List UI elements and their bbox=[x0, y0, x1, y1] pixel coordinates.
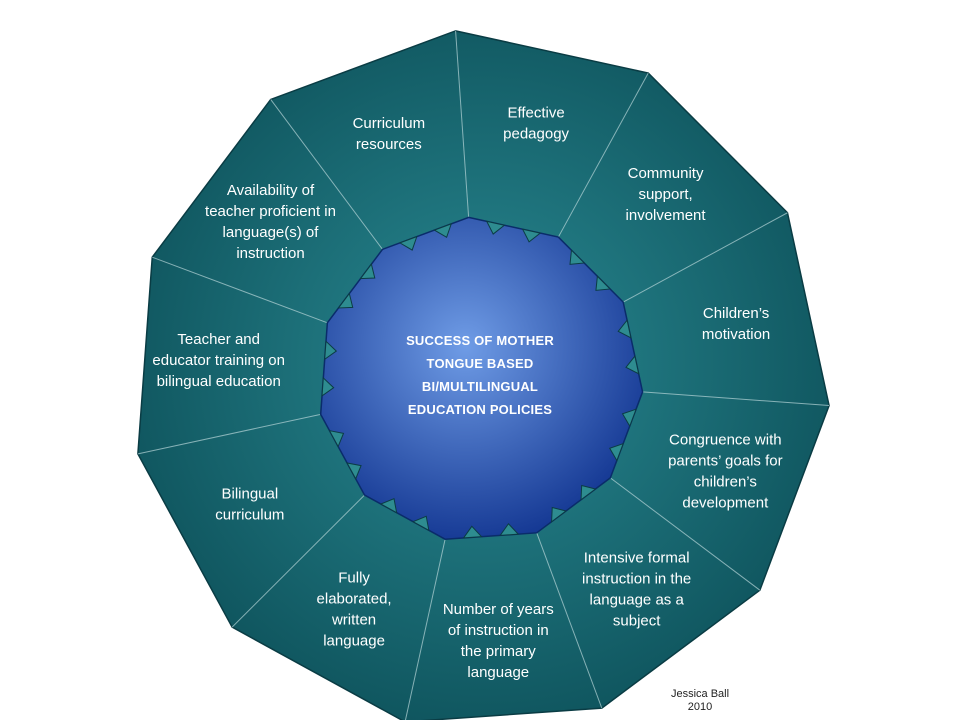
arrow-marker bbox=[551, 506, 568, 523]
arrow-marker bbox=[617, 319, 632, 339]
arrow-marker bbox=[337, 292, 354, 309]
segment-label: Congruence with parents’ goals for childre… bbox=[668, 431, 783, 511]
segment-label-line: involvement bbox=[626, 207, 707, 224]
segment-label-line: subject bbox=[613, 612, 661, 629]
segment-label-line: Community bbox=[628, 165, 704, 182]
segment-label-line: Number of years bbox=[443, 601, 554, 618]
arrow-marker bbox=[321, 376, 335, 397]
segment-label-line: the primary bbox=[461, 643, 537, 660]
arrow-marker bbox=[608, 442, 624, 462]
arrow-marker bbox=[462, 525, 483, 539]
segment-label: Bilingual curriculum bbox=[215, 486, 284, 524]
segment-label: Availability of teacher proficient in lang… bbox=[205, 182, 336, 262]
segment-divider bbox=[137, 413, 321, 455]
segment-label: Number of years of instruction in the prim… bbox=[443, 601, 554, 681]
center-title-line: TONGUE BASED bbox=[427, 356, 534, 371]
arrow-marker bbox=[328, 430, 345, 448]
center-title-text: SUCCESS OF MOTHER TONGUE BASED BI/MULTILIN… bbox=[406, 333, 554, 417]
arrow-marker bbox=[621, 408, 637, 428]
segment-divider bbox=[231, 494, 365, 628]
arrow-marker bbox=[346, 462, 362, 480]
segment-label: Fully elaborated, written language bbox=[317, 569, 392, 649]
segment-label-line: language bbox=[467, 664, 529, 681]
segment-divider bbox=[404, 539, 446, 720]
segment-label-line: Teacher and bbox=[177, 331, 260, 348]
segment-divider bbox=[557, 72, 649, 238]
segment-label: Teacher and educator training on bilingual… bbox=[152, 331, 285, 390]
arrow-marker bbox=[411, 515, 430, 532]
segment-label: Children’s motivation bbox=[702, 305, 770, 343]
segment-divider bbox=[536, 532, 603, 709]
segment-label-line: of instruction in bbox=[448, 622, 549, 639]
segment-label-line: Congruence with bbox=[669, 431, 782, 448]
segment-divider bbox=[270, 99, 383, 250]
segment-label: Community support, involvement bbox=[626, 165, 707, 224]
arrow-marker bbox=[625, 355, 640, 375]
arrow-marker bbox=[485, 220, 506, 235]
segment-label-line: language as a bbox=[590, 591, 685, 608]
segment-label-line: parents’ goals for bbox=[668, 452, 783, 469]
segment-label: Curriculum resources bbox=[353, 115, 426, 153]
arrow-marker bbox=[359, 263, 376, 280]
segment-label-line: resources bbox=[356, 136, 422, 153]
segment-divider bbox=[642, 391, 830, 407]
segment-label: Intensive formal instruction in the langua… bbox=[582, 549, 691, 629]
segment-label-line: support, bbox=[638, 186, 692, 203]
segment-divider bbox=[455, 30, 470, 218]
author-credit: Jessica Ball 2010 bbox=[640, 688, 760, 714]
segment-label-line: Effective bbox=[507, 105, 564, 122]
segment-label-line: language(s) of bbox=[223, 224, 320, 241]
arrow-marker bbox=[379, 497, 398, 514]
segment-label-line: educator training on bbox=[152, 352, 285, 369]
arrow-marker bbox=[521, 228, 542, 243]
arrow-marker bbox=[398, 235, 418, 251]
segment-label-line: children’s bbox=[694, 473, 757, 490]
segment-label-line: motivation bbox=[702, 326, 770, 343]
segment-divider bbox=[622, 212, 788, 303]
segment-label-line: Availability of bbox=[227, 182, 315, 199]
arrow-markers bbox=[321, 220, 640, 539]
segment-label-line: pedagogy bbox=[503, 126, 569, 143]
credit-year: 2010 bbox=[687, 701, 713, 713]
segment-label-line: written bbox=[331, 611, 376, 628]
segment-label-line: Children’s bbox=[703, 305, 769, 322]
segment-label-line: bilingual education bbox=[157, 373, 281, 390]
arrow-marker bbox=[580, 484, 597, 501]
segment-label-line: language bbox=[323, 632, 385, 649]
segment-divider bbox=[152, 256, 328, 324]
segment-dividers bbox=[137, 30, 830, 720]
segment-label: Effective pedagogy bbox=[503, 105, 569, 143]
arrow-marker bbox=[499, 522, 520, 536]
arrow-marker bbox=[433, 223, 453, 239]
center-title-line: EDUCATION POLICIES bbox=[408, 402, 552, 417]
segment-label-line: development bbox=[682, 494, 769, 511]
arrow-marker bbox=[569, 249, 586, 265]
segment-divider bbox=[610, 477, 761, 591]
segment-label-line: Bilingual bbox=[221, 486, 278, 503]
credit-name: Jessica Ball bbox=[670, 688, 730, 700]
segment-label-line: curriculum bbox=[215, 507, 284, 524]
segment-label-line: instruction in the bbox=[582, 570, 691, 587]
segment-label-line: teacher proficient in bbox=[205, 203, 336, 220]
arrow-marker bbox=[324, 340, 338, 361]
center-title-line: BI/MULTILINGUAL bbox=[422, 379, 538, 394]
segment-label-line: Fully bbox=[338, 569, 370, 586]
segment-label-line: elaborated, bbox=[317, 590, 392, 607]
segment-label-line: Curriculum bbox=[353, 115, 426, 132]
arrow-marker bbox=[595, 275, 612, 291]
center-hendecagon bbox=[319, 216, 644, 540]
center-title-line: SUCCESS OF MOTHER bbox=[406, 333, 554, 348]
segment-label-line: instruction bbox=[236, 245, 304, 262]
center-title: SUCCESS OF MOTHER TONGUE BASED BI/MULTILIN… bbox=[406, 333, 554, 417]
segment-label-line: Intensive formal bbox=[584, 549, 690, 566]
